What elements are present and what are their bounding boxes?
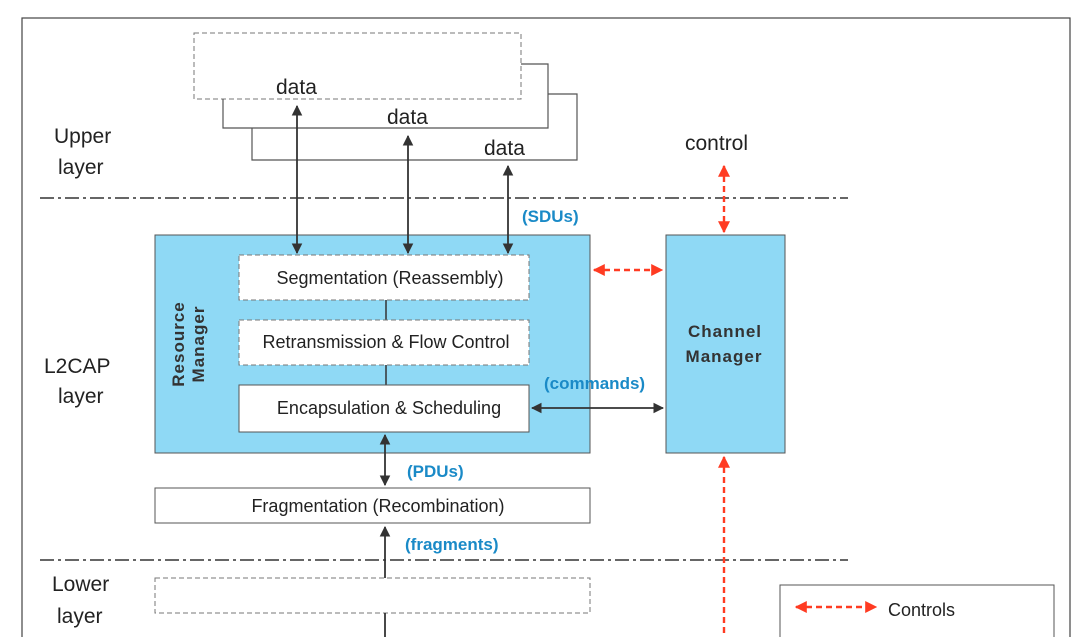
channel-manager-box	[665, 234, 786, 454]
upper-data-box-2	[222, 63, 549, 129]
control-label: control	[685, 132, 748, 155]
segmentation-label: Segmentation (Reassembly)	[276, 268, 503, 288]
upper-layer-label-line2: layer	[58, 156, 104, 179]
lower-layer-label-line2: layer	[57, 605, 103, 628]
legend-controls-label: Controls	[888, 600, 955, 620]
sdus-label: (SDUs)	[522, 207, 579, 226]
encapsulation-block	[238, 384, 530, 433]
pdus-label: (PDUs)	[407, 462, 464, 481]
segmentation-block	[238, 254, 530, 301]
diagram-frame	[21, 17, 1071, 637]
upper-data-box-3	[251, 93, 578, 161]
commands-label: (commands)	[544, 374, 645, 393]
retransmission-label: Retransmission & Flow Control	[262, 332, 509, 352]
data-label-2: data	[387, 106, 428, 129]
lower-layer-label-line1: Lower	[52, 573, 109, 596]
retransmission-block	[238, 319, 530, 366]
l2cap-layer-label-line2: layer	[58, 385, 104, 408]
data-label-3: data	[484, 137, 525, 160]
fragmentation-label: Fragmentation (Recombination)	[251, 496, 504, 516]
encapsulation-label: Encapsulation & Scheduling	[277, 398, 501, 418]
resource-manager-label-line1: Resource	[169, 301, 188, 386]
resource-manager-label-line2: Manager	[189, 306, 208, 383]
fragmentation-block	[154, 487, 591, 524]
upper-layer-label-line1: Upper	[54, 125, 111, 148]
data-label-1: data	[276, 76, 317, 99]
channel-manager-label-line2: Manager	[686, 347, 763, 366]
channel-manager-label-line1: Channel	[688, 322, 762, 341]
l2cap-layer-label-line1: L2CAP	[44, 355, 111, 378]
upper-data-box-1	[193, 32, 522, 100]
lower-layer-box	[154, 577, 591, 614]
fragments-label: (fragments)	[405, 535, 499, 554]
resource-manager-label: Resource Manager	[169, 301, 208, 386]
